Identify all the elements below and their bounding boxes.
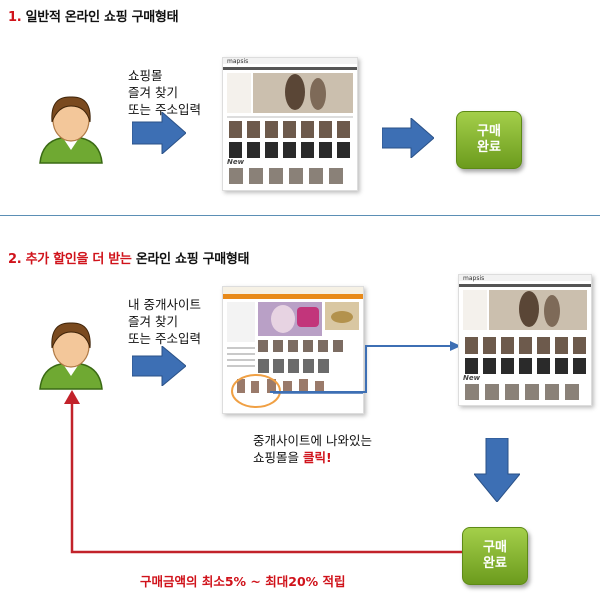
shop-screenshot: mapsis New — [222, 57, 358, 191]
shop-screenshot: mapsis New — [458, 274, 592, 406]
section2-note-prefix: 쇼핑몰을 — [253, 450, 303, 465]
section1-label-line: 즐겨 찾기 — [128, 85, 178, 100]
user-avatar-icon — [39, 96, 103, 164]
section1-number: 1. — [8, 10, 22, 25]
arrow-right-icon — [132, 112, 186, 154]
purchase-done-button[interactable]: 구매 완료 — [456, 111, 522, 169]
done-line: 구매 — [483, 540, 507, 555]
shop-new-label: New — [463, 374, 481, 382]
section2-label: 내 중개사이트 즐겨 찾기 또는 주소입력 — [128, 296, 201, 347]
portal-screenshot-graphic — [223, 287, 363, 408]
shop-new-label: New — [227, 158, 245, 166]
section1-label: 쇼핑몰 즐겨 찾기 또는 주소입력 — [128, 67, 201, 118]
section2-title-highlight: 추가 할인을 더 받는 — [25, 252, 132, 267]
arrow-right-icon — [382, 118, 434, 158]
shop-screenshot-graphic — [223, 58, 357, 184]
section2-label-line: 즐겨 찾기 — [128, 314, 178, 329]
done-line: 완료 — [483, 556, 507, 571]
return-arrow-icon — [64, 390, 462, 554]
section2-title-text: 온라인 쇼핑 구매형태 — [135, 252, 250, 267]
section2-label-line: 내 중개사이트 — [128, 297, 201, 312]
done-line: 완료 — [477, 140, 501, 155]
done-line: 구매 — [477, 124, 501, 139]
arrow-down-icon — [474, 438, 520, 502]
section2-number: 2. — [8, 252, 22, 267]
shop-logo: mapsis — [463, 275, 485, 282]
reward-note: 구매금액의 최소5% ~ 최대20% 적립 — [140, 574, 346, 589]
section1-label-line: 또는 주소입력 — [128, 102, 201, 117]
section2-note-line: 중개사이트에 나와있는 — [253, 433, 372, 448]
arrow-right-icon — [132, 346, 186, 386]
shop-logo: mapsis — [227, 58, 249, 65]
shop-screenshot-graphic — [459, 275, 591, 400]
purchase-done-button[interactable]: 구매 완료 — [462, 527, 528, 585]
user-avatar-icon — [39, 322, 103, 390]
section1-title-text: 일반적 온라인 쇼핑 구매형태 — [25, 10, 179, 25]
click-highlight: 클릭! — [302, 450, 332, 465]
section1-title: 1. 일반적 온라인 쇼핑 구매형태 — [8, 6, 179, 25]
section2-note-line: 쇼핑몰을 클릭! — [253, 449, 372, 466]
section1-label-line: 쇼핑몰 — [128, 68, 163, 83]
section2-label-line: 또는 주소입력 — [128, 331, 201, 346]
section-divider — [0, 215, 600, 216]
section2-title: 2. 추가 할인을 더 받는 온라인 쇼핑 구매형태 — [8, 248, 250, 267]
connector-arrow-icon — [270, 341, 461, 393]
section2-note: 중개사이트에 나와있는 쇼핑몰을 클릭! — [253, 432, 372, 466]
